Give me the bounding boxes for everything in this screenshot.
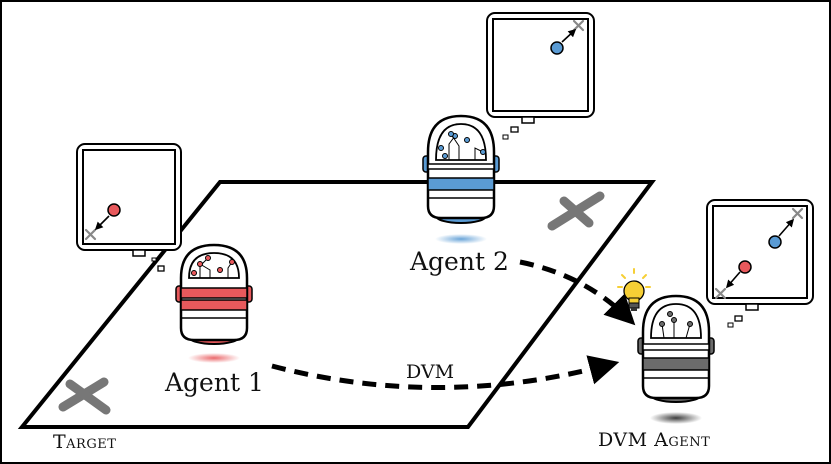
lightbulb-icon — [617, 268, 651, 311]
thought-bubble-dvm-agent — [706, 199, 814, 328]
label-agent2: Agent 2 — [409, 247, 509, 276]
robot-dvm-agent — [637, 294, 715, 424]
thought-bubble-agent1 — [76, 143, 182, 272]
label-dvm-agent: DVM Agent — [598, 429, 710, 451]
thought-bubble-agent2 — [486, 12, 595, 140]
environment-floor — [17, 180, 657, 429]
label-target: Target — [53, 431, 116, 453]
label-dvm: DVM — [406, 361, 454, 383]
arrow-agent1-to-dvm-agent — [271, 355, 620, 390]
arrow-agent2-to-dvm-agent — [519, 259, 636, 326]
target-marker-bottom-left — [58, 377, 111, 415]
target-marker-top-right — [547, 191, 605, 231]
robot-agent2 — [422, 114, 500, 244]
label-agent1: Agent 1 — [164, 368, 264, 397]
robot-agent1 — [175, 243, 253, 363]
